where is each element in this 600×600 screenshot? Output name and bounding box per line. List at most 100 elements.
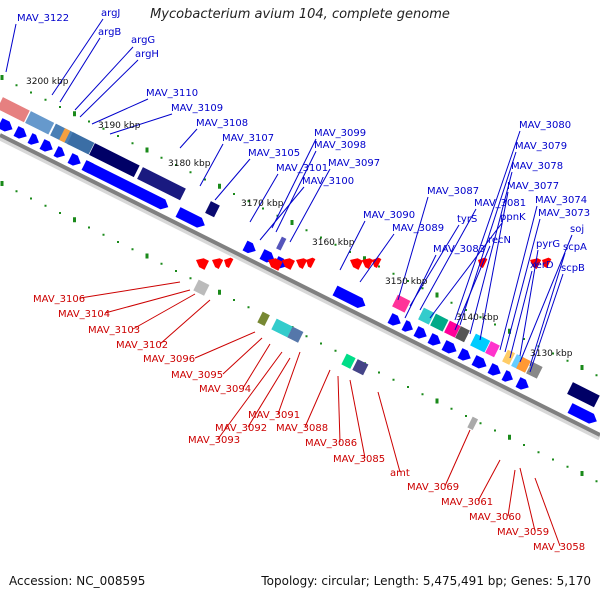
gene-arrow-shape	[268, 258, 283, 271]
scale-label: 3170 kbp	[241, 199, 284, 209]
tick-mark	[73, 111, 76, 117]
scale-label: 3150 kbp	[385, 277, 428, 287]
tick-mark	[30, 197, 32, 200]
label-leader	[59, 37, 101, 103]
tick-mark	[494, 429, 496, 432]
gene-block-shape	[418, 307, 435, 325]
label-leader	[477, 459, 501, 502]
gene-label: MAV_3085	[333, 454, 385, 465]
tick-mark	[435, 398, 439, 404]
plus-strand-gene	[457, 348, 471, 361]
label-leader	[104, 289, 191, 314]
gene-block	[59, 128, 71, 143]
gene-block	[567, 382, 600, 408]
gene-block-shape	[59, 128, 71, 143]
label-leader	[534, 477, 561, 547]
scale-labels: 3200 kbp 3190 kbp 3180 kbp 3170 kbp 3160…	[26, 77, 573, 359]
gene-label: MAV_3101	[276, 163, 328, 174]
scale-label: 3200 kbp	[26, 77, 69, 87]
gene-features	[0, 97, 600, 431]
gene-label: MAV_3077	[507, 181, 559, 192]
gene-arrow-shape	[306, 257, 316, 269]
tick-mark	[117, 241, 119, 243]
tick-mark	[145, 253, 149, 259]
gene-arrow-shape	[332, 285, 366, 308]
gene-block-shape	[287, 326, 304, 343]
gene-label: MAV_3107	[222, 133, 274, 144]
label-leader	[404, 254, 437, 319]
gene-label: MAV_3106	[33, 294, 85, 305]
gene-block-shape	[137, 167, 186, 201]
tick-mark	[320, 236, 322, 239]
plus-strand-gene	[501, 370, 513, 382]
gene-label: MAV_3104	[58, 309, 110, 320]
gene-label: MAV_3122	[17, 13, 69, 24]
label-leader	[249, 173, 279, 223]
label-leader	[519, 249, 539, 357]
tick-mark	[160, 262, 163, 265]
gene-arrow-shape	[175, 207, 205, 228]
tick-mark	[580, 471, 584, 476]
gene-block	[444, 320, 461, 338]
scale-label: 3140 kbp	[456, 313, 499, 323]
genome-summary-text: Topology: circular; Length: 5,475,491 bp…	[261, 574, 591, 588]
tick-mark	[0, 75, 4, 80]
label-leader	[217, 351, 283, 440]
tick-mark	[30, 91, 32, 94]
gene-block-shape	[392, 294, 411, 313]
label-leader	[359, 233, 395, 283]
gene-block-shape	[193, 279, 210, 296]
tick-mark	[102, 127, 105, 130]
label-leader	[519, 467, 536, 532]
tick-mark	[580, 365, 584, 370]
gene-block	[485, 341, 500, 358]
plus-strand-gene	[27, 133, 39, 145]
scale-label: 3180 kbp	[168, 159, 211, 169]
gene-arrow-shape	[362, 258, 374, 269]
gene-arrow-shape	[501, 370, 513, 382]
gene-label: MAV_3074	[535, 195, 587, 206]
gene-label: soj	[570, 224, 584, 235]
backbone-line	[0, 133, 600, 437]
tick-mark	[145, 147, 149, 153]
gene-block	[193, 279, 210, 296]
gene-arrow-shape	[457, 348, 471, 361]
gene-arrow-shape	[296, 258, 308, 269]
gene-block-shape	[89, 143, 140, 178]
backbone	[0, 133, 600, 441]
gene-arrow-shape	[242, 240, 256, 254]
label-leader	[519, 234, 573, 363]
gene-arrow-shape	[471, 355, 487, 369]
gene-block	[287, 326, 304, 343]
gene-block	[467, 416, 479, 431]
gene-block-shape	[485, 341, 500, 358]
tick-mark	[247, 306, 250, 309]
gene-label: recN	[488, 235, 511, 246]
minus-strand-gene	[350, 258, 363, 270]
gene-block	[341, 353, 356, 369]
tick-mark	[508, 328, 511, 334]
label-leader	[509, 270, 533, 359]
gene-block-shape	[444, 320, 461, 338]
gene-label: MAV_3061	[441, 497, 493, 508]
label-leader	[194, 331, 256, 359]
label-leader	[529, 273, 564, 373]
tick-mark	[15, 190, 18, 193]
gene-arrow-shape	[259, 249, 275, 263]
plus-strand-gene	[471, 355, 487, 369]
gene-label: MAV_3096	[143, 354, 195, 365]
label-leader	[275, 150, 317, 233]
tick-mark	[523, 338, 525, 340]
gene-block	[352, 359, 369, 376]
gene-block-shape	[341, 353, 356, 369]
label-leader	[242, 343, 271, 389]
label-leader	[499, 205, 538, 351]
gene-label: amt	[390, 468, 410, 479]
gene-block-shape	[205, 201, 220, 218]
gene-arrow-shape	[542, 257, 552, 269]
scale-label: 3160 kbp	[312, 238, 355, 248]
gene-label: scpB	[561, 263, 585, 274]
label-leader	[222, 337, 263, 375]
gene-label: MAV_3090	[363, 210, 415, 221]
label-leaders	[5, 18, 573, 547]
